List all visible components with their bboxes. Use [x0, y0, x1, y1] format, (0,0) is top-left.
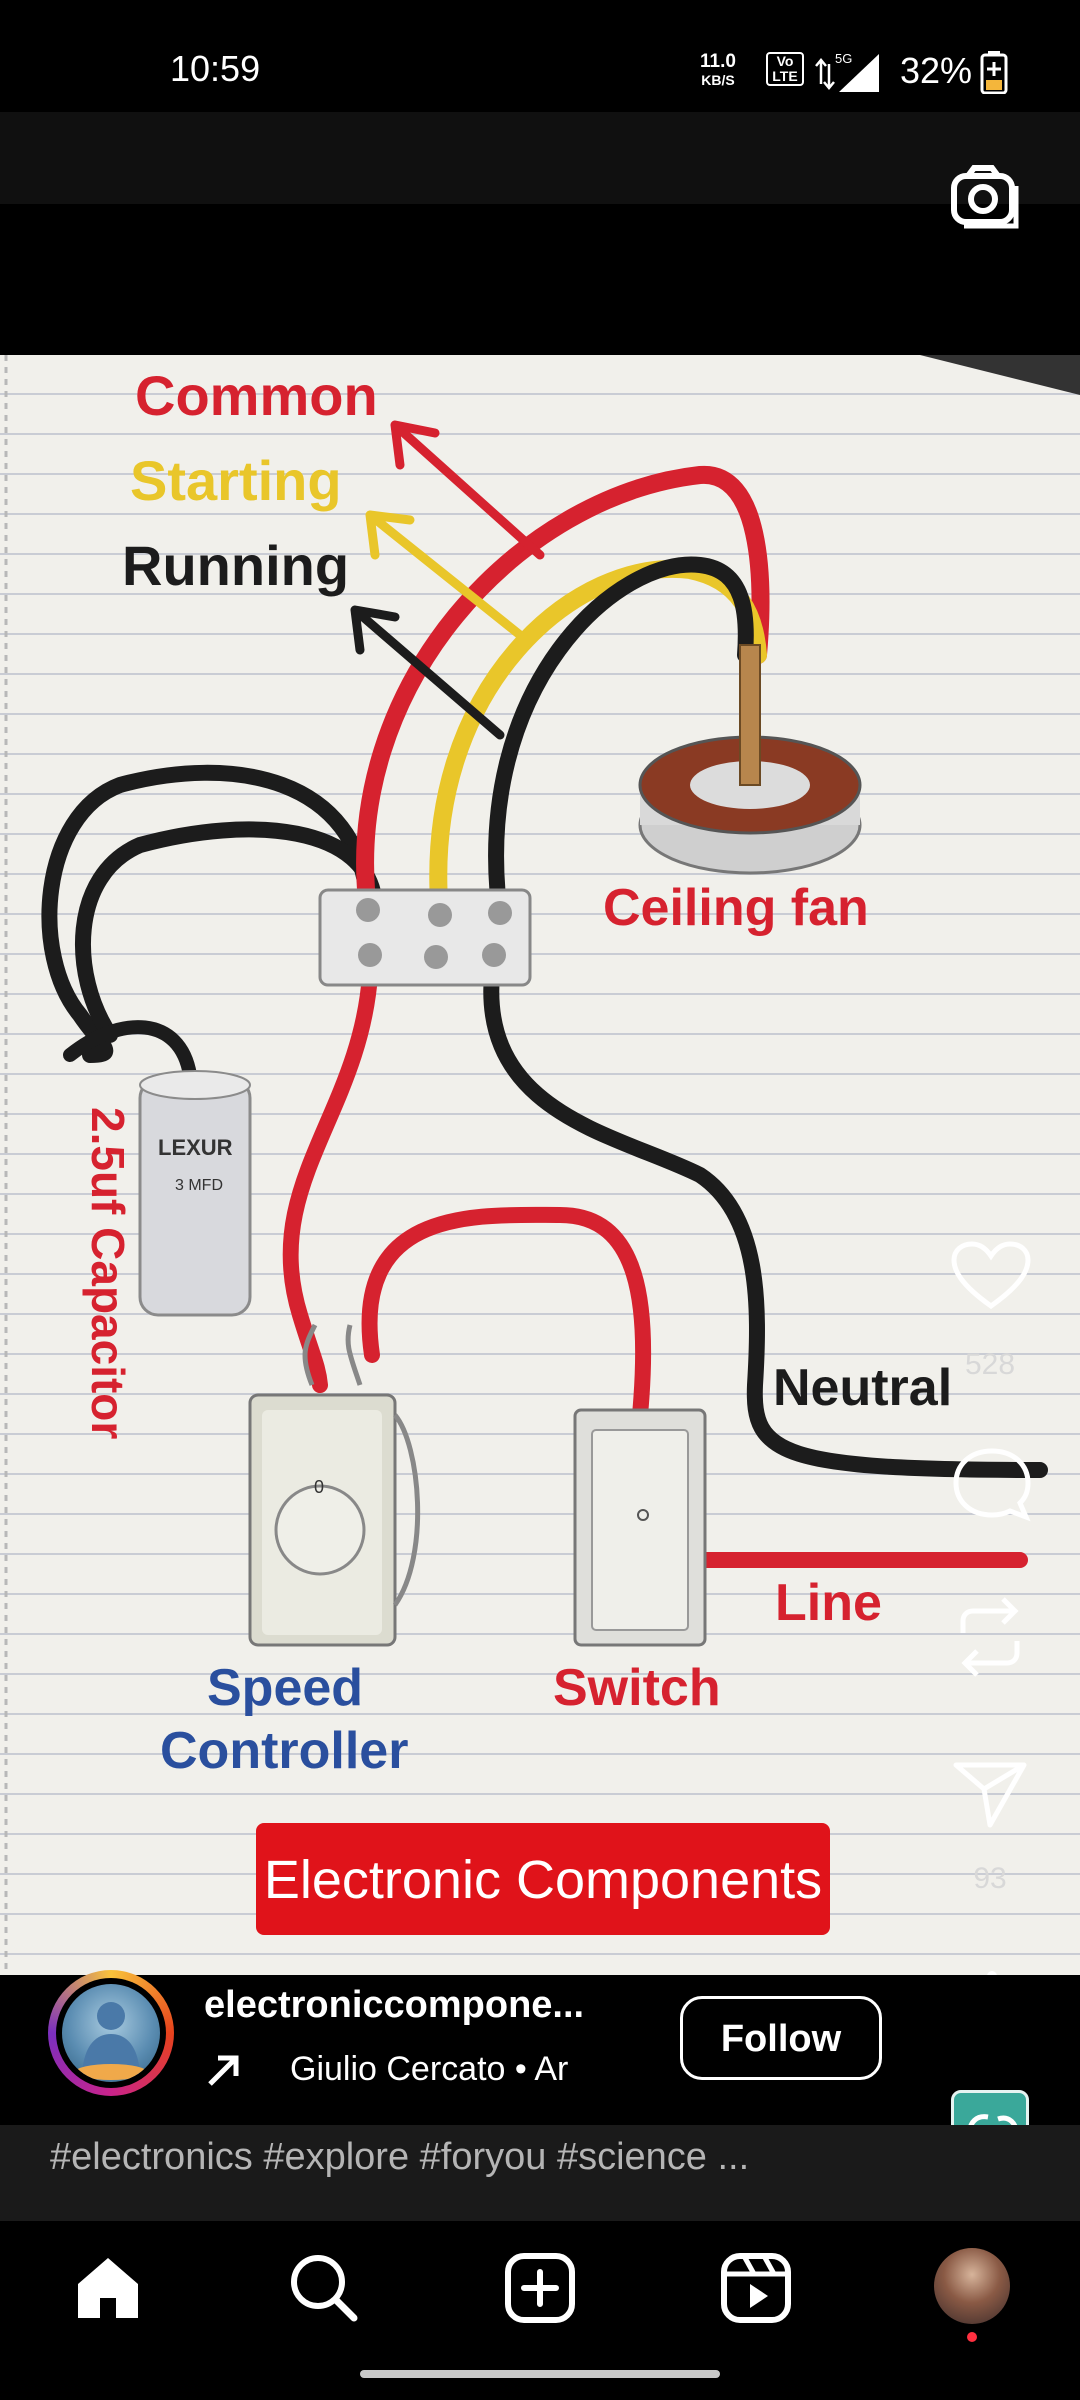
- comment-icon[interactable]: [950, 1445, 1034, 1525]
- label-switch: Switch: [553, 1659, 721, 1717]
- send-icon[interactable]: [950, 1755, 1030, 1829]
- ceiling-fan-motor: [638, 644, 862, 875]
- heart-icon[interactable]: [950, 1240, 1032, 1312]
- volte-bottom-text: LTE: [772, 68, 798, 84]
- dial-mark: 0: [314, 1477, 324, 1497]
- label-running: Running: [122, 534, 349, 597]
- label-speed: Speed: [207, 1659, 363, 1717]
- banner-text: Electronic Components: [264, 1850, 822, 1910]
- search-icon[interactable]: [288, 2252, 360, 2324]
- wall-switch: [573, 1408, 707, 1647]
- author-row: [0, 1975, 1080, 2125]
- title-banner: [256, 1823, 830, 1935]
- wiring-diagram: LEXUR 3 MFD 0 Common Starting Running Ce…: [0, 355, 1080, 1975]
- capacitor: LEXUR 3 MFD: [138, 1070, 252, 1317]
- label-common: Common: [135, 364, 378, 427]
- capacitor-brand: LEXUR: [158, 1135, 233, 1160]
- status-time: 10:59: [170, 48, 261, 89]
- reels-icon[interactable]: [720, 2252, 792, 2324]
- label-capacitor: 2.5uf Capacitor: [82, 1107, 134, 1439]
- repost-icon[interactable]: [953, 1595, 1027, 1679]
- notification-dot: [967, 2332, 977, 2342]
- audio-arrow-icon: [208, 2055, 239, 2086]
- status-bar: [0, 0, 1080, 112]
- audio-info[interactable]: Giulio Cercato • Ar: [290, 2050, 569, 2088]
- home-icon[interactable]: [72, 2254, 144, 2322]
- share-count: 93: [973, 1862, 1007, 1895]
- camera-icon[interactable]: [948, 162, 1024, 232]
- gesture-bar[interactable]: [360, 2370, 720, 2378]
- caption-row: [0, 2125, 1080, 2221]
- network-speed-value: 11.0: [700, 51, 736, 72]
- like-count: 528: [964, 1348, 1016, 1381]
- label-starting: Starting: [130, 449, 342, 512]
- network-type: 5G: [835, 51, 852, 66]
- network-speed-unit: KB/S: [701, 72, 735, 88]
- profile-avatar[interactable]: [934, 2248, 1010, 2324]
- reel-header-band: [0, 112, 1080, 204]
- author-username[interactable]: electroniccompone...: [204, 1984, 585, 2026]
- label-line: Line: [775, 1574, 882, 1632]
- capacitor-rating: 3 MFD: [175, 1177, 223, 1194]
- create-icon[interactable]: [504, 2252, 576, 2324]
- speed-controller: 0: [248, 1323, 421, 1647]
- signal-icon: 5G: [815, 51, 879, 92]
- label-ceiling-fan: Ceiling fan: [603, 879, 869, 937]
- battery-percent: 32%: [900, 50, 973, 91]
- network-speed: 11.0 KB/S: [700, 52, 736, 90]
- avatar-figure-icon: [75, 2002, 147, 2080]
- label-controller: Controller: [160, 1722, 408, 1780]
- label-neutral: Neutral: [773, 1359, 952, 1417]
- terminal-block: [318, 888, 532, 987]
- volte-top-text: Vo: [776, 53, 794, 69]
- post-caption[interactable]: #electronics #explore #foryou #science .…: [50, 2136, 750, 2178]
- battery-icon: [980, 51, 1008, 94]
- volte-icon: Vo LTE: [766, 52, 804, 86]
- author-avatar[interactable]: [62, 1984, 160, 2082]
- reel-image[interactable]: LEXUR 3 MFD 0 Common Starting Running Ce…: [0, 355, 1080, 1975]
- follow-button[interactable]: Follow: [680, 1996, 882, 2080]
